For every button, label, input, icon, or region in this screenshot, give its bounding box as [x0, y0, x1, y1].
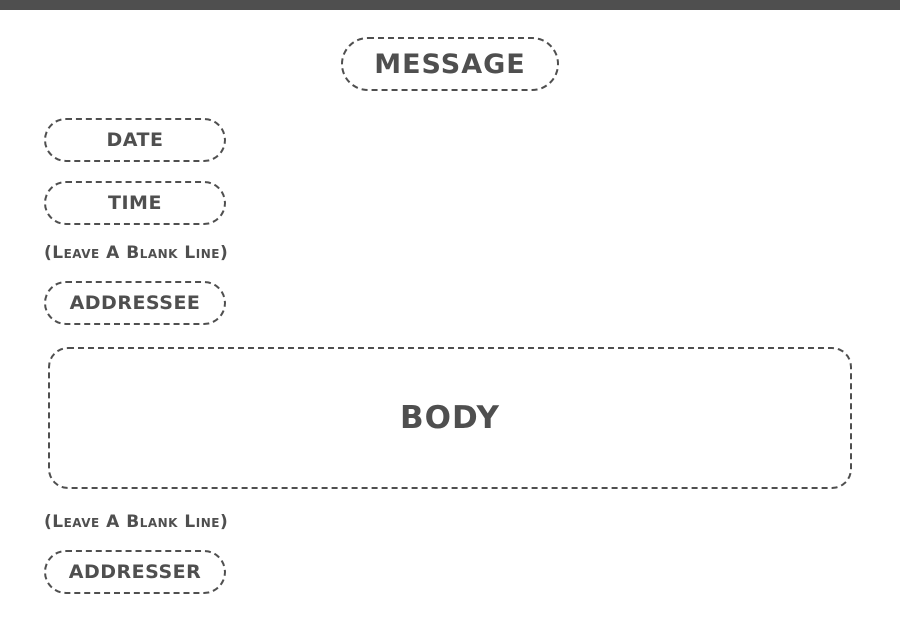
date-box: DATE: [44, 118, 226, 162]
addressee-box: ADDRESSEE: [44, 281, 226, 325]
blank-line-note-1: (Leave A Blank Line): [44, 243, 229, 263]
body-label: BODY: [400, 400, 500, 436]
body-box: BODY: [48, 347, 852, 489]
blank-line-note-2: (Leave A Blank Line): [44, 512, 229, 532]
addresser-box: ADDRESSER: [44, 550, 226, 594]
time-box: TIME: [44, 181, 226, 225]
message-title-box: MESSAGE: [341, 37, 559, 91]
top-bar: [0, 0, 900, 10]
message-title: MESSAGE: [374, 48, 526, 80]
addresser-label: ADDRESSER: [68, 561, 202, 583]
addressee-label: ADDRESSEE: [69, 292, 201, 314]
time-label: TIME: [108, 192, 162, 214]
date-label: DATE: [106, 129, 164, 151]
